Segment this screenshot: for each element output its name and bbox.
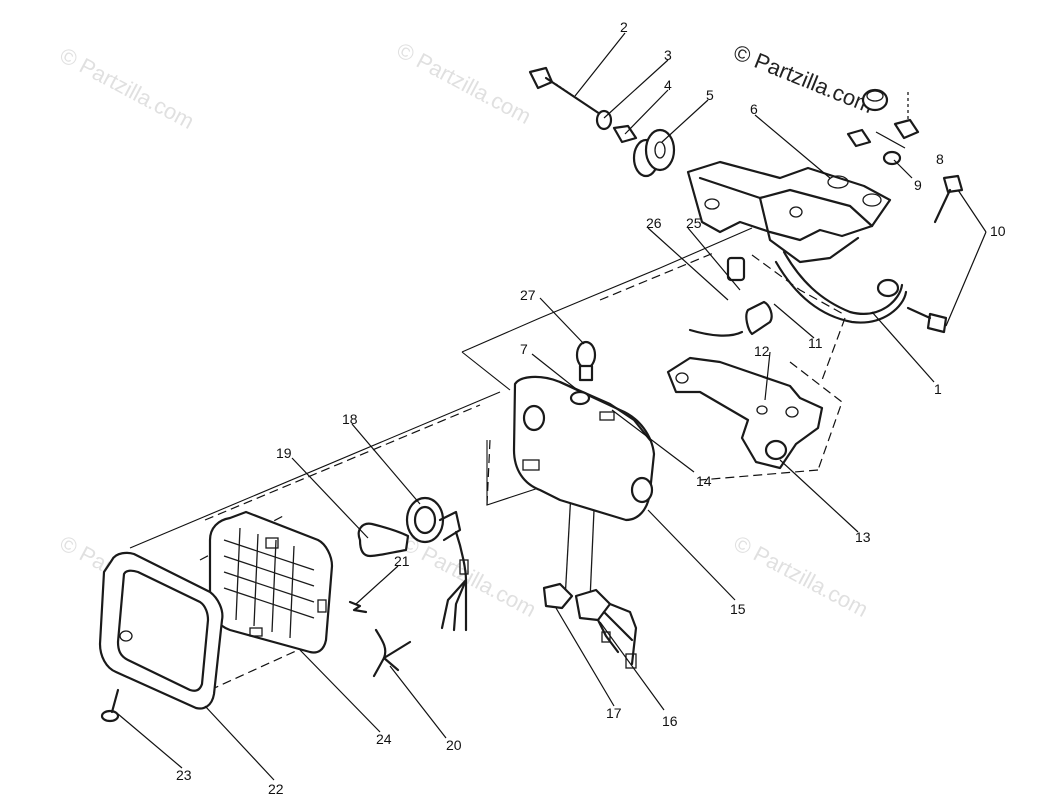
callout-3: 3 bbox=[664, 47, 672, 63]
callout-27: 27 bbox=[520, 287, 536, 303]
callout-16: 16 bbox=[662, 713, 678, 729]
watermark-top-center: © Partzilla.com bbox=[393, 37, 536, 129]
callout-26: 26 bbox=[646, 215, 662, 231]
callout-22: 22 bbox=[268, 781, 284, 797]
callout-19: 19 bbox=[276, 445, 292, 461]
socket-part-18 bbox=[405, 496, 462, 544]
screw-part-23 bbox=[100, 688, 120, 723]
callout-11: 11 bbox=[808, 335, 823, 351]
switch-part-25-26 bbox=[688, 256, 773, 337]
bracket-part-12-13 bbox=[666, 356, 824, 470]
clip-part-21 bbox=[348, 600, 368, 614]
grommet-part-7 bbox=[569, 390, 591, 406]
washer-part-9 bbox=[882, 150, 902, 166]
nut-upper-left bbox=[846, 128, 872, 148]
socket-part-16-17 bbox=[542, 582, 638, 669]
handlebar-part-1 bbox=[774, 250, 908, 324]
callout-7: 7 bbox=[520, 341, 528, 357]
watermark-bottom-right: © Partzilla.com bbox=[730, 530, 873, 622]
callout-2: 2 bbox=[620, 19, 628, 35]
callout-24: 24 bbox=[376, 731, 392, 747]
callout-labels: 1 2 3 4 5 6 7 8 9 10 11 12 13 14 15 16 1… bbox=[176, 19, 1006, 797]
callout-8: 8 bbox=[936, 151, 944, 167]
callout-18: 18 bbox=[342, 411, 358, 427]
callout-15: 15 bbox=[730, 601, 746, 617]
bolt-part-10-upper bbox=[933, 174, 964, 224]
wire-harness-socket bbox=[440, 530, 469, 632]
watermark-top-left: © Partzilla.com bbox=[56, 42, 199, 134]
housing-part-15 bbox=[512, 375, 656, 522]
callout-10: 10 bbox=[990, 223, 1006, 239]
callout-13: 13 bbox=[855, 529, 871, 545]
callout-6: 6 bbox=[750, 101, 758, 117]
leader-lines bbox=[117, 32, 987, 781]
bulb-part-19 bbox=[357, 522, 410, 558]
watermark-bottom-center: © Partzilla.com bbox=[398, 530, 541, 622]
callout-4: 4 bbox=[664, 77, 672, 93]
spring-clip-part-20 bbox=[372, 628, 412, 678]
callout-12: 12 bbox=[754, 343, 770, 359]
callout-20: 20 bbox=[446, 737, 462, 753]
bracket-part-6 bbox=[686, 160, 892, 264]
nut-part-8 bbox=[893, 92, 920, 140]
callout-14: 14 bbox=[696, 473, 712, 489]
bolt-part-10-lower bbox=[906, 306, 948, 334]
bezel-part-22 bbox=[98, 551, 224, 710]
grommet-part-5 bbox=[632, 128, 676, 178]
callout-5: 5 bbox=[706, 87, 714, 103]
cap-nut-top bbox=[861, 88, 889, 112]
callout-17: 17 bbox=[606, 705, 622, 721]
lens-part-24 bbox=[208, 510, 334, 654]
callout-23: 23 bbox=[176, 767, 192, 783]
callout-25: 25 bbox=[686, 215, 702, 231]
watermark-layer: © Partzilla.com © Partzilla.com © Partzi… bbox=[56, 37, 877, 622]
bulb-part-27 bbox=[575, 340, 597, 382]
callout-1: 1 bbox=[934, 381, 942, 397]
callout-21: 21 bbox=[394, 553, 410, 569]
bolt-part-2 bbox=[528, 66, 602, 116]
callout-9: 9 bbox=[914, 177, 922, 193]
